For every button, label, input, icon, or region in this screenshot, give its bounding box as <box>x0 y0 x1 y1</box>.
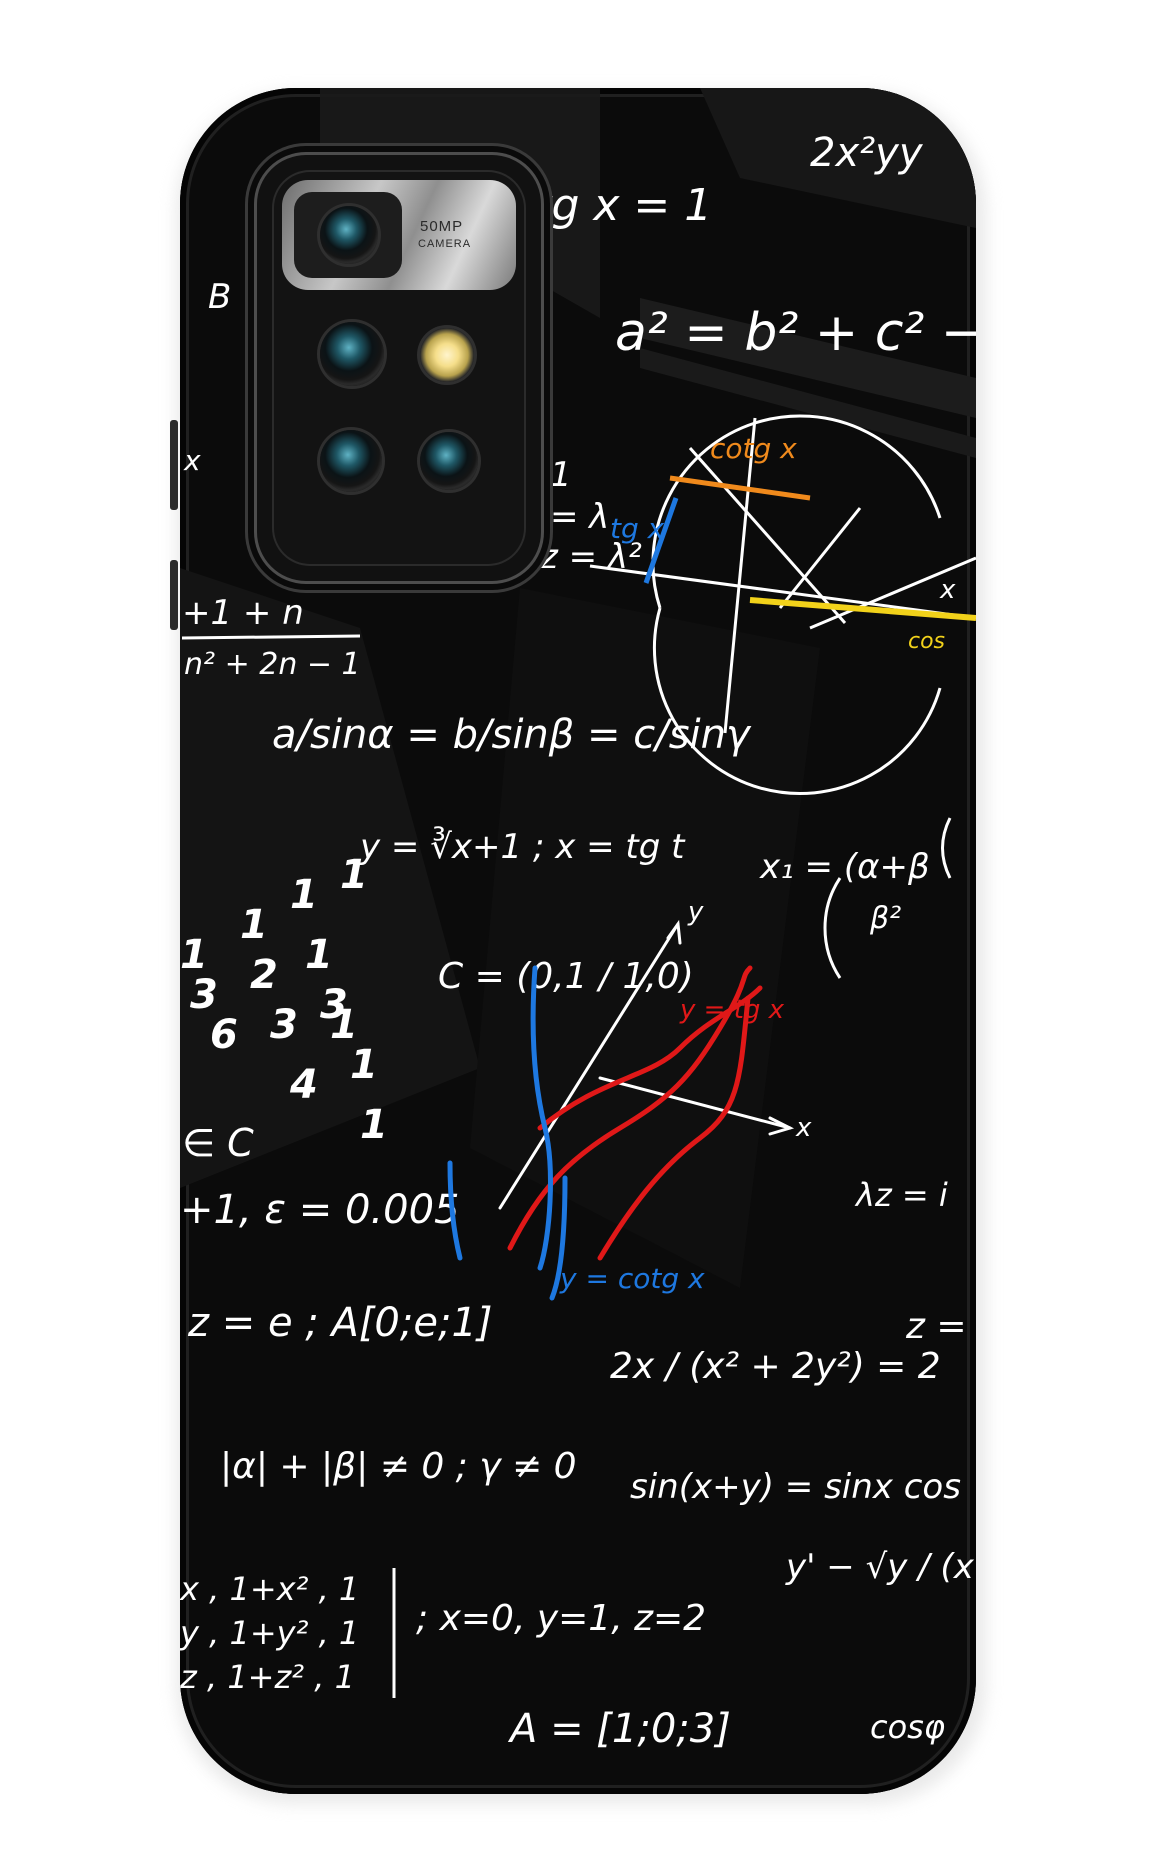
formula-z-e: z = e ; A[0;e;1] <box>187 1300 493 1346</box>
formula-lambda1: = λ <box>550 497 609 537</box>
formula-det-row-2: y , 1+y² , 1 <box>180 1614 359 1652</box>
svg-text:1: 1 <box>290 872 318 918</box>
main-camera-lens <box>320 206 378 264</box>
svg-text:3: 3 <box>320 982 348 1028</box>
volume-button <box>170 420 178 510</box>
formula-in-c: ∈ C <box>182 1121 254 1165</box>
formula-det-row-1: x , 1+x² , 1 <box>180 1570 359 1608</box>
math-artwork: ctg x = 1 2x²yy a² = b² + c² − 2 B x 1 =… <box>180 88 976 1752</box>
formula-top-right: 2x²yy <box>810 130 924 176</box>
svg-text:3: 3 <box>270 1002 298 1048</box>
formula-pythag: a² = b² + c² − 2 <box>615 303 976 363</box>
formula-x1: x₁ = (α+β <box>759 847 930 887</box>
formula-x-frac: x <box>183 444 201 477</box>
depth-lens <box>420 432 478 490</box>
svg-text:6: 6 <box>210 1012 238 1058</box>
svg-text:2: 2 <box>250 952 278 998</box>
label-cos: cos <box>908 629 945 654</box>
svg-text:1: 1 <box>180 932 208 978</box>
unit-circle-diagram <box>589 414 976 796</box>
label-graph-y: y <box>687 897 704 927</box>
power-button <box>170 560 178 630</box>
formula-sine-law: a/sinα = b/sinβ = c/sinγ <box>272 712 752 758</box>
svg-text:1: 1 <box>350 1042 378 1088</box>
camera-megapixel-text: 50MP <box>420 218 464 235</box>
svg-text:3: 3 <box>190 972 218 1018</box>
formula-beta2: β² <box>869 901 901 936</box>
formula-z-eq: z = <box>905 1306 967 1347</box>
formula-B: B <box>208 277 231 317</box>
formula-frac-2x: 2x / (x² + 2y²) = 2 <box>610 1346 941 1387</box>
label-y-tg: y = tg x <box>679 995 785 1025</box>
formula-det-row-3: z , 1+z² , 1 <box>180 1658 355 1696</box>
formula-sin-sum: sin(x+y) = sinx cos <box>630 1467 961 1507</box>
formula-series-top: +1 + n <box>182 593 304 633</box>
formula-series-bottom: n² + 2n − 1 <box>184 647 361 682</box>
svg-text:1: 1 <box>340 852 368 898</box>
ultrawide-lens <box>320 322 384 386</box>
svg-text:1: 1 <box>240 902 268 948</box>
formula-a-vec: A = [1;0;3] <box>507 1706 731 1752</box>
label-y-cotg: y = cotg x <box>559 1262 705 1295</box>
macro-lens <box>320 430 382 492</box>
label-tg: tg x <box>610 512 665 545</box>
flash-icon <box>420 328 474 382</box>
formula-abs: |α| + |β| ≠ 0 ; γ ≠ 0 <box>220 1446 577 1487</box>
svg-text:1: 1 <box>360 1102 388 1148</box>
camera-module: 50MP CAMERA <box>254 152 544 584</box>
camera-plate: 50MP CAMERA <box>282 180 516 290</box>
formula-cube-root: y = ∛x+1 ; x = tg t <box>359 826 686 867</box>
label-cotg: cotg x <box>710 432 797 465</box>
formula-one: 1 <box>550 455 572 495</box>
formula-lambda-z: λz = i <box>854 1176 948 1214</box>
formula-xyz: ; x=0, y=1, z=2 <box>416 1598 706 1639</box>
formula-matrix: C = (0,1 / 1,0) <box>438 956 694 997</box>
formula-epsilon: +1, ε = 0.005 <box>180 1187 459 1233</box>
phone-case: ctg x = 1 2x²yy a² = b² + c² − 2 B x 1 =… <box>180 88 976 1794</box>
camera-label-text: CAMERA <box>418 238 472 250</box>
label-graph-x: x <box>795 1113 812 1143</box>
tan-cot-graph <box>447 919 795 1301</box>
svg-text:1: 1 <box>305 932 333 978</box>
label-circle-x: x <box>939 575 956 605</box>
formula-deriv: y' − √y / (x+2) = <box>785 1547 976 1587</box>
scatter-numbers: 1 1 1 1 2 1 3 3 6 3 4 1 1 1 <box>180 852 388 1148</box>
svg-text:4: 4 <box>289 1062 318 1108</box>
formula-cosphi: cosφ <box>870 1708 945 1746</box>
svg-text:1: 1 <box>330 1002 358 1048</box>
